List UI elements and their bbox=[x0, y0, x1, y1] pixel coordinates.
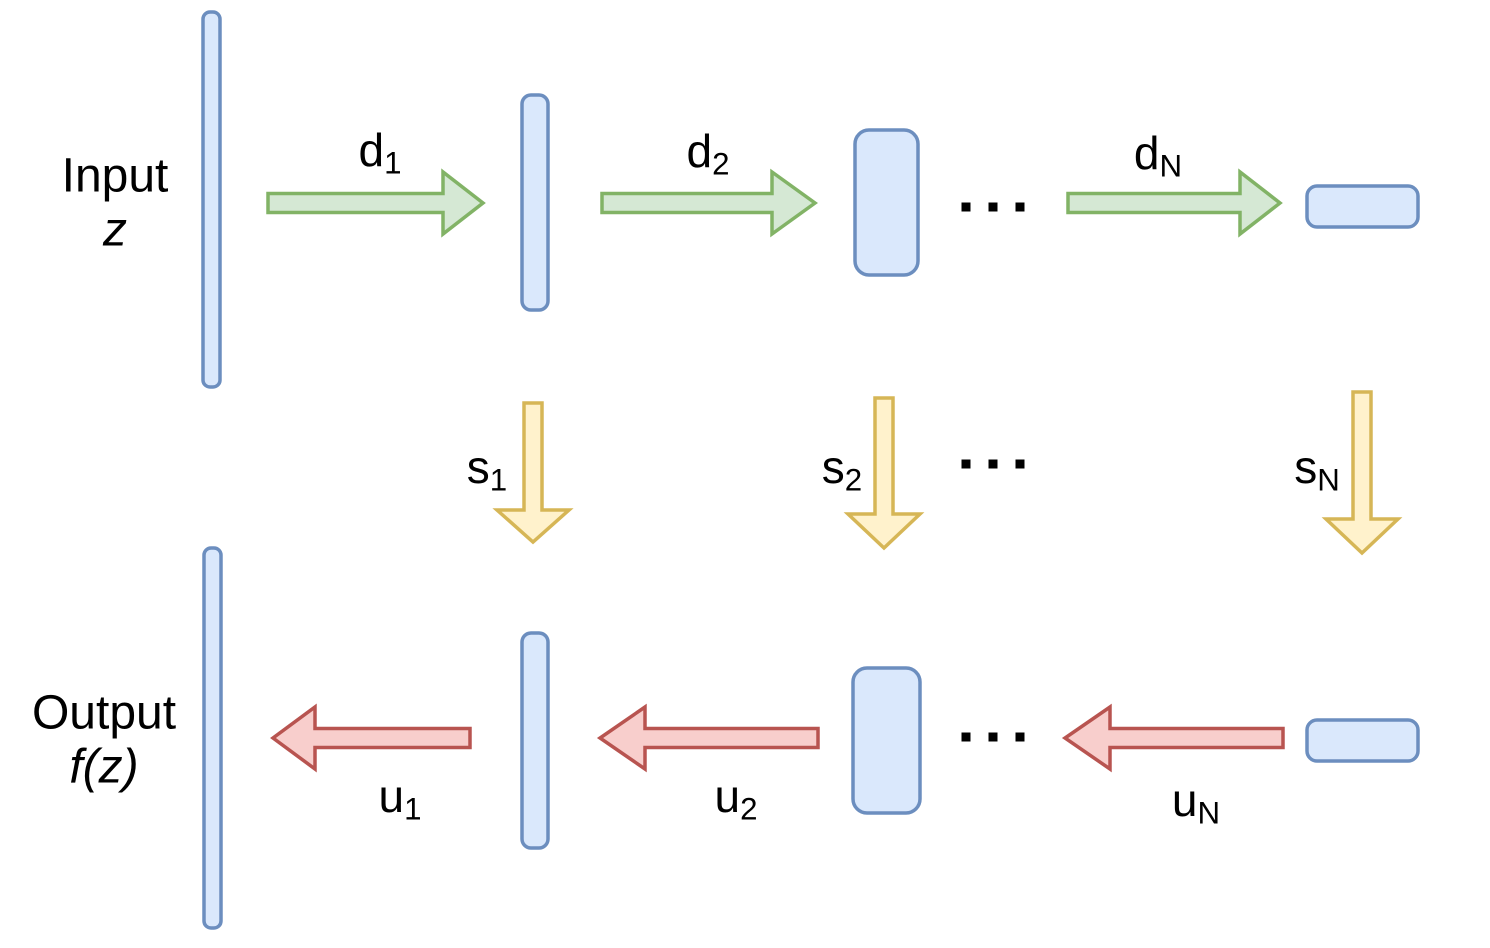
backward-arrow-u2-icon bbox=[596, 703, 820, 773]
bottom-ellipsis-icon bbox=[961, 732, 1025, 742]
forward-arrow-d1-label: d1 bbox=[358, 124, 402, 181]
output-label: Output f(z) bbox=[32, 686, 176, 794]
backward-arrow-u1-icon bbox=[270, 703, 472, 773]
bottom-tensor-block-2 bbox=[851, 666, 922, 815]
backward-arrow-u1-label: u1 bbox=[378, 770, 422, 827]
skip-arrow-s1-label: s1 bbox=[466, 441, 508, 498]
backward-arrow-uN-label: uN bbox=[1171, 774, 1221, 831]
top-tensor-block-1 bbox=[520, 93, 550, 312]
top-ellipsis-icon bbox=[961, 202, 1025, 212]
forward-arrow-d2-icon bbox=[600, 168, 818, 238]
bottom-tensor-block-1 bbox=[520, 631, 550, 850]
input-tensor-bar bbox=[201, 10, 222, 389]
middle-ellipsis-icon bbox=[961, 459, 1025, 469]
top-tensor-block-3 bbox=[1305, 184, 1420, 229]
forward-arrow-d1-icon bbox=[266, 168, 486, 238]
forward-arrow-dN-label: dN bbox=[1133, 127, 1183, 184]
input-label-line2: z bbox=[102, 203, 127, 256]
skip-arrow-s1-icon bbox=[492, 401, 574, 545]
backward-arrow-u2-label: u2 bbox=[714, 770, 758, 827]
output-label-line1: Output bbox=[31, 686, 177, 740]
output-tensor-bar bbox=[202, 546, 223, 930]
skip-arrow-sN-label: sN bbox=[1294, 441, 1340, 498]
bottom-tensor-block-3 bbox=[1305, 718, 1420, 763]
skip-arrow-s2-label: s2 bbox=[821, 441, 863, 498]
skip-arrow-sN-icon bbox=[1321, 390, 1403, 556]
skip-arrow-s2-icon bbox=[843, 396, 925, 551]
input-label: Input z bbox=[62, 149, 169, 257]
input-label-line1: Input bbox=[61, 149, 169, 203]
output-label-line2: f(z) bbox=[69, 740, 139, 793]
forward-arrow-d2-label: d2 bbox=[686, 125, 730, 182]
forward-arrow-dN-icon bbox=[1066, 168, 1283, 238]
top-tensor-block-2 bbox=[853, 128, 920, 277]
backward-arrow-uN-icon bbox=[1061, 703, 1285, 773]
